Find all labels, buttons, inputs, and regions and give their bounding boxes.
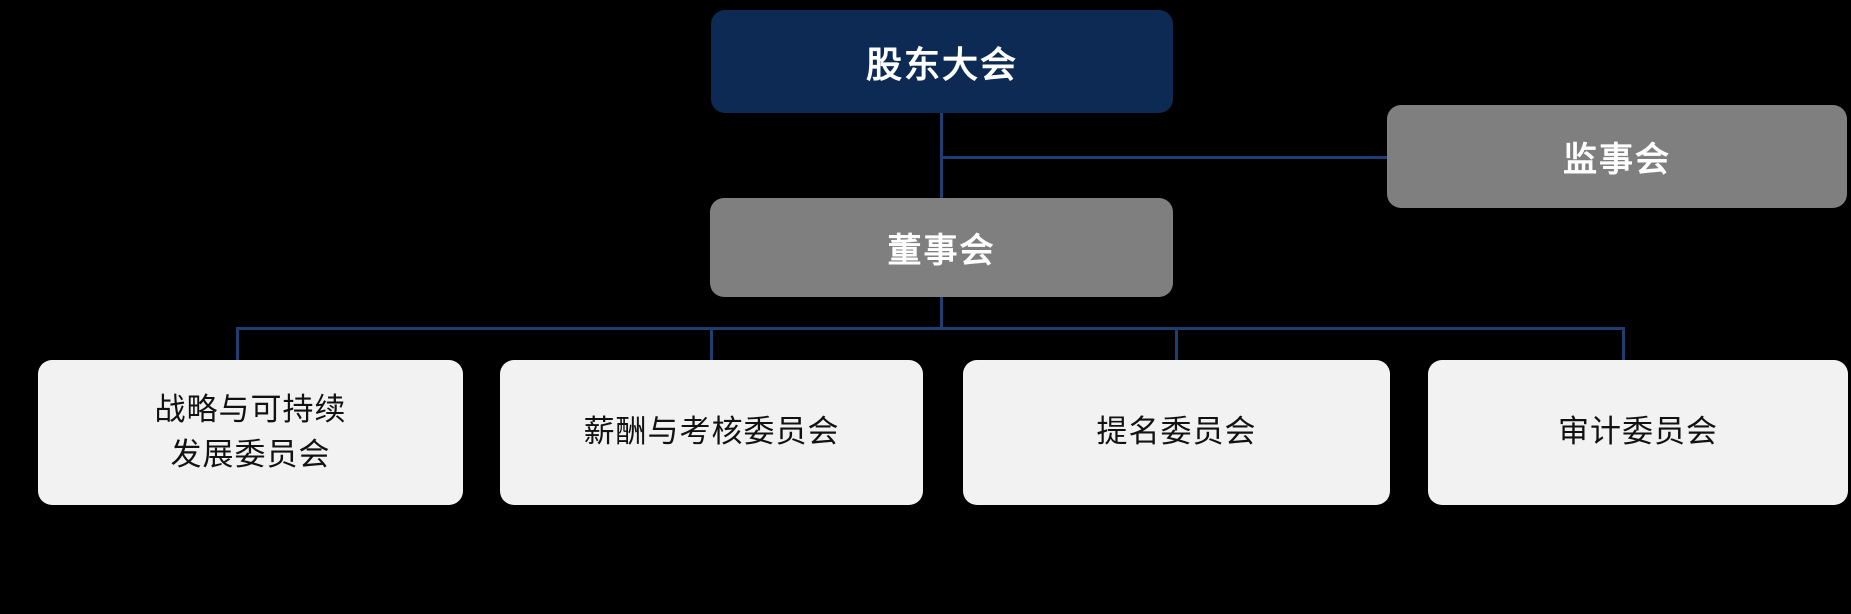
connector-to-supervisory-board — [940, 156, 1390, 159]
board-of-directors-label: 董事会 — [887, 232, 996, 270]
connector-board-to-rail — [940, 297, 943, 330]
supervisory-board-label: 监事会 — [1563, 141, 1671, 179]
connector-drop-strategy-committee — [236, 327, 239, 360]
connector-drop-audit-committee — [1622, 327, 1625, 360]
committee-label-line: 发展委员会 — [170, 436, 331, 472]
nomination-committee-box: 提名委员会 — [963, 360, 1390, 505]
nomination-committee-label: 提名委员会 — [1096, 414, 1257, 450]
shareholders-meeting-label: 股东大会 — [865, 43, 1018, 85]
connector-drop-nomination-committee — [1175, 327, 1178, 360]
supervisory-board-box: 监事会 — [1387, 105, 1847, 208]
committee-label-line: 战略与可持续 — [154, 391, 347, 427]
remuneration-assessment-committee-box: 薪酬与考核委员会 — [500, 360, 923, 505]
shareholders-meeting-box: 股东大会 — [711, 10, 1173, 113]
connector-drop-remuneration-committee — [710, 327, 713, 360]
committee-rail-line — [236, 327, 1625, 330]
remuneration-assessment-committee-label: 薪酬与考核委员会 — [583, 414, 840, 450]
connector-shareholders-to-board — [940, 113, 943, 198]
strategy-sustainability-committee-box: 战略与可持续 发展委员会 — [38, 360, 463, 505]
audit-committee-box: 审计委员会 — [1428, 360, 1848, 505]
board-of-directors-box: 董事会 — [710, 198, 1173, 297]
audit-committee-label: 审计委员会 — [1558, 414, 1718, 450]
strategy-sustainability-committee-label: 战略与可持续 发展委员会 — [155, 388, 347, 478]
